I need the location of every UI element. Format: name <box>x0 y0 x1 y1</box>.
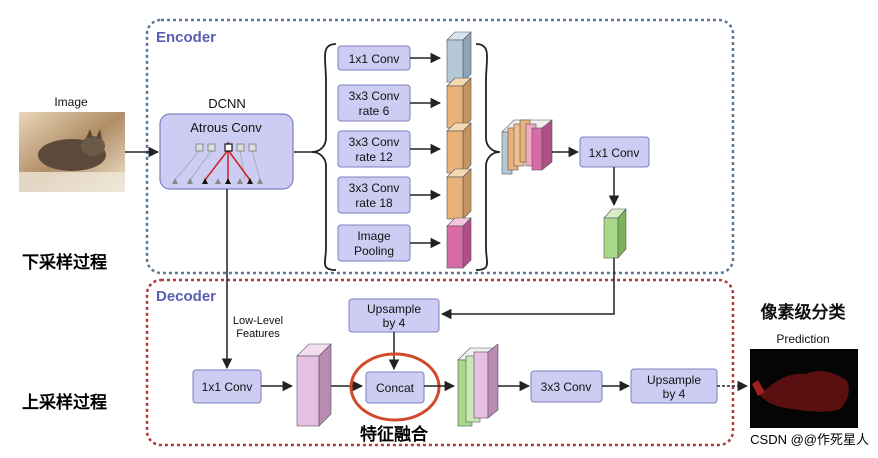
feature-fusion-annotation: 特征融合 <box>360 424 429 445</box>
encoder-output-feature <box>603 208 627 259</box>
downsample-annotation: 下采样过程 <box>22 252 107 273</box>
upsample-1-line2: by 4 <box>383 316 406 330</box>
aspp-left-brace <box>311 43 337 271</box>
feature-map-branch-1 <box>446 31 472 83</box>
atrous-conv-label: Atrous Conv <box>190 120 262 135</box>
upsample-annotation: 上采样过程 <box>22 392 107 413</box>
concat-block <box>365 371 425 404</box>
aspp-branch-1-label: 1x1 Conv <box>349 52 400 66</box>
aspp-branch-2-line1: 3x3 Conv <box>349 89 400 103</box>
dcnn-label: DCNN <box>208 96 246 111</box>
feature-map-branch-4 <box>446 168 472 220</box>
encoder-region <box>145 18 735 275</box>
concat-label: Concat <box>376 381 415 395</box>
concatenated-feature-stack <box>501 119 553 175</box>
aspp-branch-2-line2: rate 6 <box>359 104 390 118</box>
aspp-branch-3-line1: 3x3 Conv <box>349 135 400 149</box>
feature-map-branch-3 <box>446 122 472 174</box>
decoder-1x1-conv-label: 1x1 Conv <box>202 380 253 394</box>
decoder-3x3-conv-label: 3x3 Conv <box>541 380 592 394</box>
atrous-conv-icon <box>172 142 263 184</box>
prediction-image <box>750 349 858 428</box>
aspp-branch-4-line1: 3x3 Conv <box>349 181 400 195</box>
aspp-branch-5-line1: Image <box>357 229 391 243</box>
input-image-label: Image <box>54 95 88 109</box>
encoder-title: Encoder <box>156 29 216 46</box>
aspp-right-brace <box>475 43 501 271</box>
aspp-branch-5-line2: Pooling <box>354 244 394 258</box>
aspp-branch-4-line2: rate 18 <box>355 196 393 210</box>
csdn-watermark: CSDN @@作死星人 <box>750 432 869 447</box>
feature-map-branch-2 <box>446 77 472 129</box>
upsample-2-line1: Upsample <box>647 373 701 387</box>
encoder-1x1-conv-label: 1x1 Conv <box>589 146 640 160</box>
arrow-encoder-to-upsample <box>440 258 615 320</box>
prediction-label: Prediction <box>776 332 829 346</box>
pixel-classification-annotation: 像素级分类 <box>761 302 847 323</box>
low-level-feature-slab <box>296 343 332 427</box>
upsample-2-line2: by 4 <box>663 387 686 401</box>
feature-fusion-highlight <box>349 352 441 422</box>
input-image <box>19 112 125 192</box>
upsample-1-line1: Upsample <box>367 302 421 316</box>
low-level-label-line2: Features <box>236 328 280 340</box>
decoder-region <box>145 278 735 447</box>
decoder-title: Decoder <box>156 288 216 305</box>
low-level-label-line1: Low-Level <box>233 315 283 327</box>
aspp-branch-3-line2: rate 12 <box>355 150 393 164</box>
decoder-concat-stack <box>457 343 499 427</box>
feature-map-branch-5 <box>446 217 472 269</box>
